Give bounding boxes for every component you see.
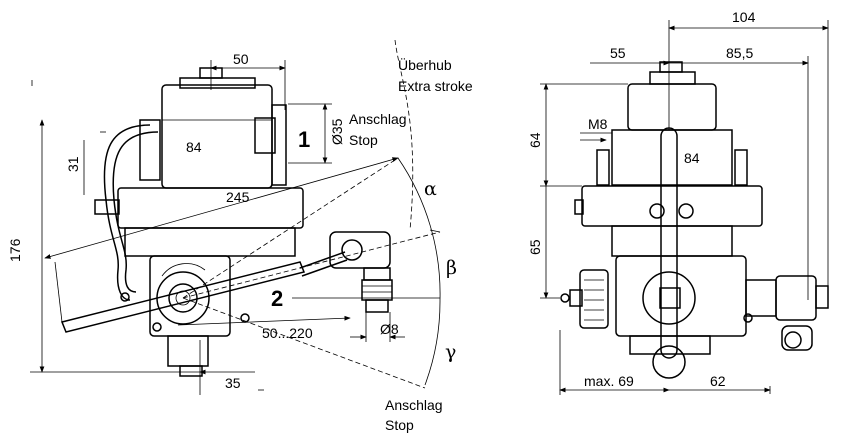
dim-31: 31 xyxy=(65,156,81,172)
dim-height-65: 65 xyxy=(527,239,543,255)
label-overstroke-en: Extra stroke xyxy=(398,78,473,94)
dim-85-5: 85,5 xyxy=(726,45,753,61)
right-valve-body xyxy=(560,61,829,379)
dim-height-176: 176 xyxy=(7,238,23,262)
dim-84-left: 84 xyxy=(186,139,202,155)
angle-beta: β xyxy=(446,257,457,279)
left-dimension-labels: 50 Ø35 84 31 245 176 50...220 Ø8 35 1 2 … xyxy=(7,51,473,433)
dim-height-64: 64 xyxy=(527,132,543,148)
dim-diameter-35: Ø35 xyxy=(329,118,345,145)
label-stop-top-de: Anschlag xyxy=(349,111,407,127)
dim-width-50: 50 xyxy=(233,51,249,67)
left-view: 50 Ø35 84 31 245 176 50...220 Ø8 35 1 2 … xyxy=(7,39,473,433)
right-dimension-lines xyxy=(540,20,829,395)
port-2-callout: 2 xyxy=(271,286,283,311)
angle-gamma: γ xyxy=(445,341,456,363)
dim-max-69: max. 69 xyxy=(584,373,634,389)
dim-offset-35: 35 xyxy=(225,375,241,391)
left-valve-body xyxy=(60,67,393,377)
right-dimension-labels: 104 55 85,5 64 M8 84 65 max. 69 62 xyxy=(527,9,756,389)
dim-62: 62 xyxy=(710,373,726,389)
label-stop-bottom-en: Stop xyxy=(385,417,414,433)
label-stop-bottom-de: Anschlag xyxy=(385,397,443,413)
right-view: 104 55 85,5 64 M8 84 65 max. 69 62 xyxy=(527,9,829,395)
dim-width-104: 104 xyxy=(732,9,756,25)
label-stop-top-en: Stop xyxy=(349,132,378,148)
dim-lever-245: 245 xyxy=(226,189,250,205)
dim-thread-m8: M8 xyxy=(588,116,608,132)
left-dimension-lines xyxy=(30,39,441,395)
dim-lever-range: 50...220 xyxy=(262,325,313,341)
label-overstroke-de: Überhub xyxy=(398,56,452,73)
dim-55: 55 xyxy=(610,45,626,61)
angle-alpha: α xyxy=(424,178,437,200)
port-1-callout: 1 xyxy=(298,127,310,152)
dim-diameter-8: Ø8 xyxy=(380,321,399,337)
dim-84-right: 84 xyxy=(684,150,700,166)
